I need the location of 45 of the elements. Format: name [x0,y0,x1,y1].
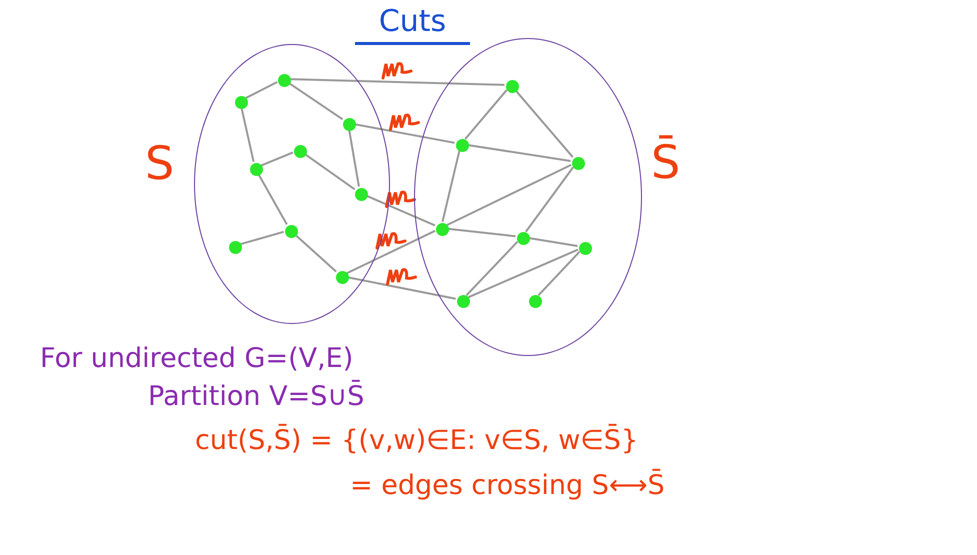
vertex-dot [578,242,592,254]
graph-edge [464,89,508,140]
graph-edge [240,107,255,162]
vertex-dot [250,162,262,176]
graph-edge [354,123,455,144]
graph-edge [528,237,578,247]
graph-edge [538,251,580,296]
vertex-dot [278,74,290,86]
graph-edge [514,89,574,158]
graph-edge [304,152,356,190]
graph-edge [366,194,436,226]
vertex-dot [336,270,348,284]
title: Cuts [355,4,470,45]
graph-edge [257,173,288,225]
graph-edge [289,78,505,86]
formula-text: For undirected G=(V,E) [40,345,354,372]
vertex-dot [516,232,530,244]
vertex-dot [436,222,448,236]
graph-edge [260,152,294,166]
graph-edge [346,230,436,274]
graph-edge [348,129,360,187]
vertex-dot [342,118,356,130]
vertex-dot [294,144,306,158]
graph-edge [467,144,571,162]
graph-edge [240,230,284,246]
vertex-dot [456,138,468,152]
vertex-dot [528,294,542,308]
graph-edge [466,241,518,296]
set-label: S [145,140,174,186]
vertex-dot [506,80,518,92]
graph-edge [447,228,516,238]
vertex-dot [228,240,242,254]
graph-edge [294,234,337,272]
graph-edge [347,276,456,300]
graph-edge [288,82,344,120]
vertex-dot [456,294,470,308]
graph-edge [446,164,572,226]
vertex-dot [354,188,368,200]
vertex-dot [572,156,584,170]
graph-edge [442,150,460,222]
vertex-dot [284,224,298,238]
graph-edge [245,81,278,99]
graph-edge [468,248,578,298]
graph-edge [525,166,574,232]
vertex-dot [234,96,248,108]
